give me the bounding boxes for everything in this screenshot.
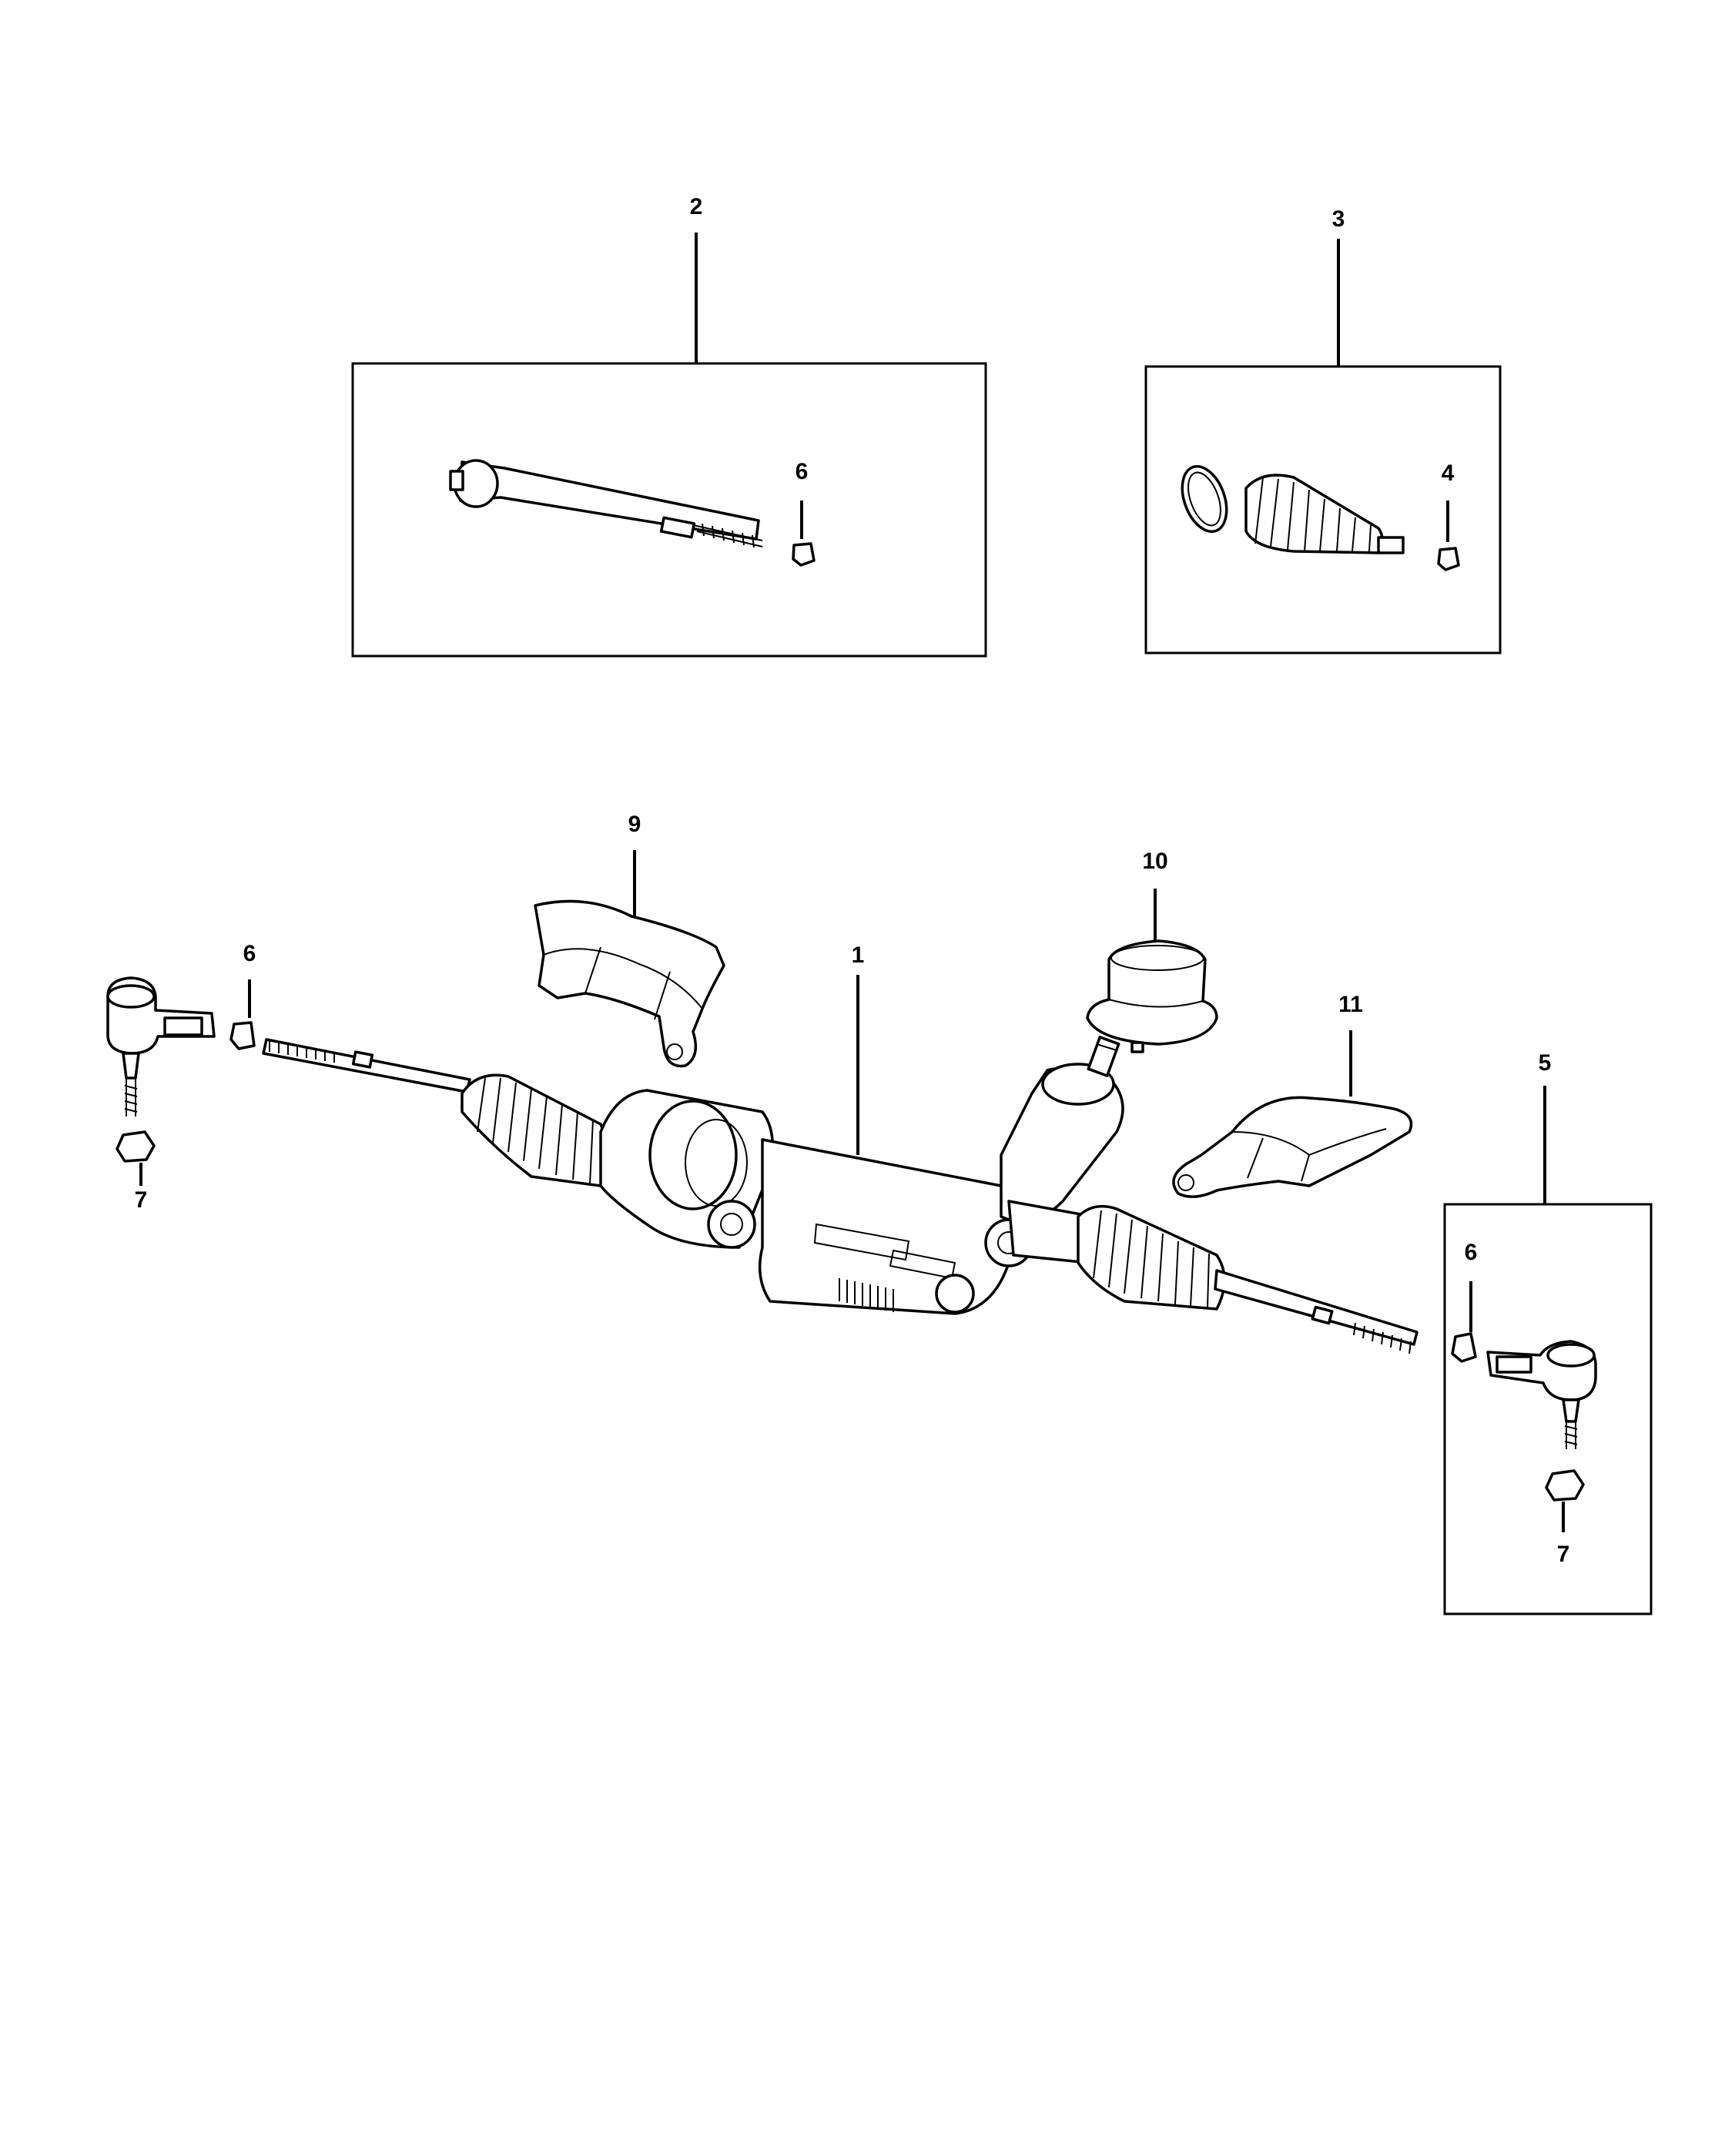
steering-column-boot-10 xyxy=(1086,939,1218,1053)
heat-shield-11 xyxy=(1172,1096,1413,1198)
outer-tie-rod-end-box xyxy=(1443,1203,1653,1615)
left-tie-rod-end xyxy=(106,976,216,1116)
clamp-nut-4 xyxy=(1437,547,1460,571)
callout-7-left: 7 xyxy=(135,1187,148,1213)
rack-and-pinion-gear-1-group: 1 xyxy=(262,942,1419,1354)
left-outer-tie-rod-end-group: 6 7 xyxy=(106,941,256,1213)
callout-2: 2 xyxy=(690,194,703,219)
boot-clamp xyxy=(1181,464,1228,534)
castle-nut-7-left xyxy=(116,1130,156,1163)
callout-6-right: 6 xyxy=(1465,1240,1478,1265)
boot-kit-group: 3 4 xyxy=(1144,206,1502,654)
heat-shield-9 xyxy=(534,899,725,1068)
boot-kit-box xyxy=(1144,365,1502,654)
inner-tie-rod xyxy=(449,459,763,548)
steering-column-boot-10-group: 10 xyxy=(1086,849,1218,1053)
callout-4: 4 xyxy=(1442,460,1455,486)
inner-tie-rod-group: 2 6 xyxy=(351,194,987,658)
right-outer-tie-rod-end-group: 5 6 7 xyxy=(1443,1050,1653,1615)
jam-nut-6-right xyxy=(1451,1332,1477,1363)
callout-6-left: 6 xyxy=(243,941,256,966)
callout-9: 9 xyxy=(628,812,641,837)
inner-tie-rod-box xyxy=(351,362,987,658)
jam-nut-6-left xyxy=(229,1021,256,1050)
steering-boot xyxy=(1244,474,1405,554)
callout-5: 5 xyxy=(1539,1050,1552,1076)
right-tie-rod-end xyxy=(1486,1340,1597,1449)
callout-11: 11 xyxy=(1338,992,1363,1017)
callout-6-top: 6 xyxy=(796,459,809,484)
jam-nut-6-top xyxy=(792,542,816,567)
heat-shield-11-group: 11 xyxy=(1172,992,1413,1198)
castle-nut-7-right xyxy=(1545,1469,1585,1502)
callout-3: 3 xyxy=(1332,206,1345,232)
heat-shield-9-group: 9 xyxy=(534,812,725,1068)
callout-1: 1 xyxy=(852,942,865,968)
callout-10: 10 xyxy=(1142,849,1167,874)
rack-and-pinion-gear-1 xyxy=(262,1036,1419,1354)
callout-7-right: 7 xyxy=(1557,1542,1570,1567)
